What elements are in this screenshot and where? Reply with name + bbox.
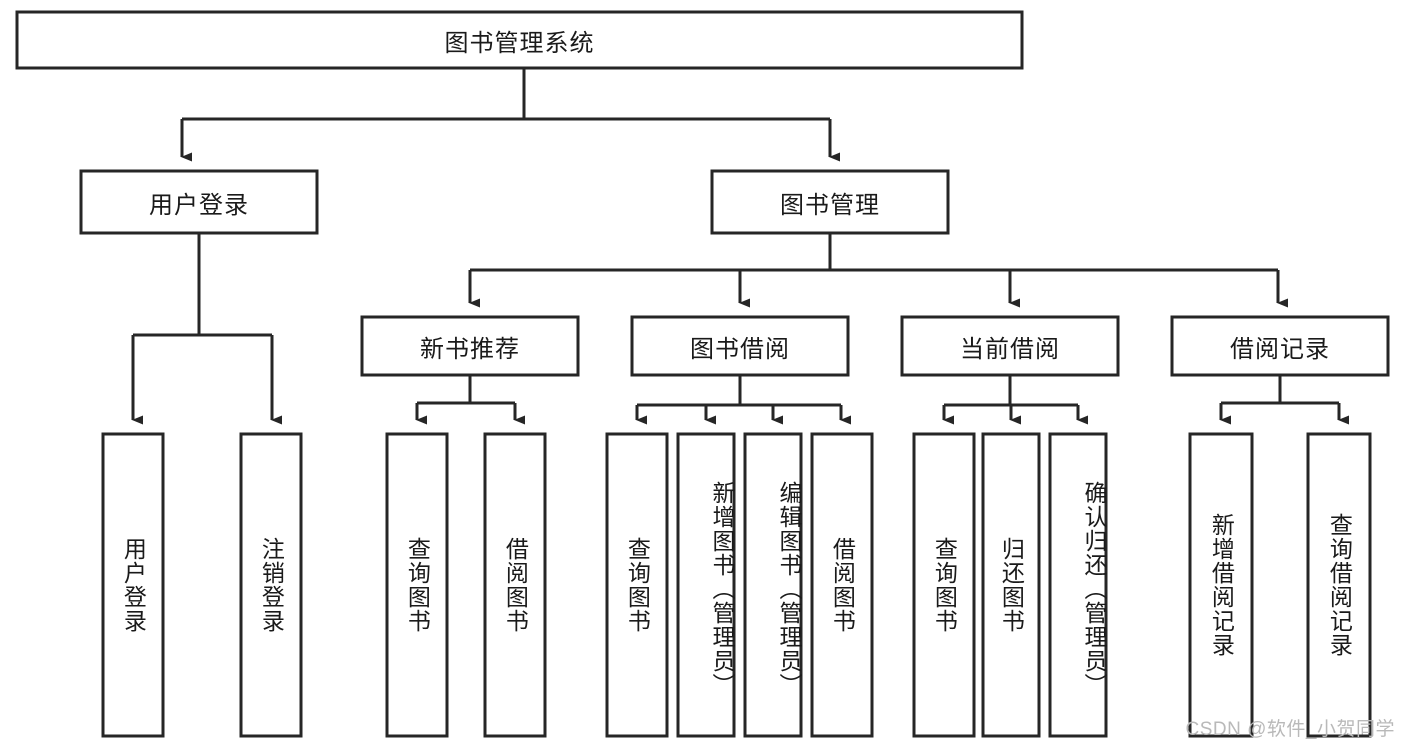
edge-group-login: [131, 233, 282, 425]
edge-newrec-bus: [417, 375, 515, 405]
watermark-text: CSDN @软件_小贺同学: [1185, 719, 1395, 740]
edge-root-bus: [182, 68, 830, 121]
edge-group-bookmgmt: [468, 233, 1288, 308]
node-box-leaf-4[interactable]: [483, 432, 547, 738]
edge-group-newrec: [415, 375, 525, 425]
node-box-records[interactable]: [1170, 315, 1390, 377]
node-box-leaf-5[interactable]: [605, 432, 669, 738]
node-box-leaf-12[interactable]: [1188, 432, 1254, 738]
edge-borrow-bus: [637, 375, 841, 407]
node-box-leaf-7[interactable]: [743, 432, 803, 738]
node-box-borrow[interactable]: [630, 315, 850, 377]
node-box-leaf-13[interactable]: [1306, 432, 1372, 738]
edge-group-current: [942, 375, 1088, 425]
edge-group-root: [180, 68, 840, 162]
node-box-leaf-10[interactable]: [981, 432, 1041, 738]
node-box-leaf-8[interactable]: [810, 432, 874, 738]
node-box-root[interactable]: [15, 10, 1024, 70]
node-box-login[interactable]: [79, 169, 319, 235]
node-box-leaf-1[interactable]: [101, 432, 165, 738]
node-box-bookmgmt[interactable]: [710, 169, 950, 235]
edge-group-borrow: [635, 375, 851, 425]
edge-records-bus: [1221, 375, 1339, 405]
edge-login-bus: [133, 233, 272, 337]
edge-current-bus: [944, 375, 1078, 407]
node-box-leaf-9[interactable]: [912, 432, 976, 738]
node-box-leaf-6[interactable]: [676, 432, 736, 738]
edge-group-records: [1219, 375, 1349, 425]
node-box-leaf-11[interactable]: [1048, 432, 1108, 738]
node-box-current[interactable]: [900, 315, 1120, 377]
node-box-newrec[interactable]: [360, 315, 580, 377]
node-box-leaf-2[interactable]: [239, 432, 303, 738]
node-box-leaf-3[interactable]: [385, 432, 449, 738]
edge-bookmgmt-bus: [470, 233, 1278, 272]
